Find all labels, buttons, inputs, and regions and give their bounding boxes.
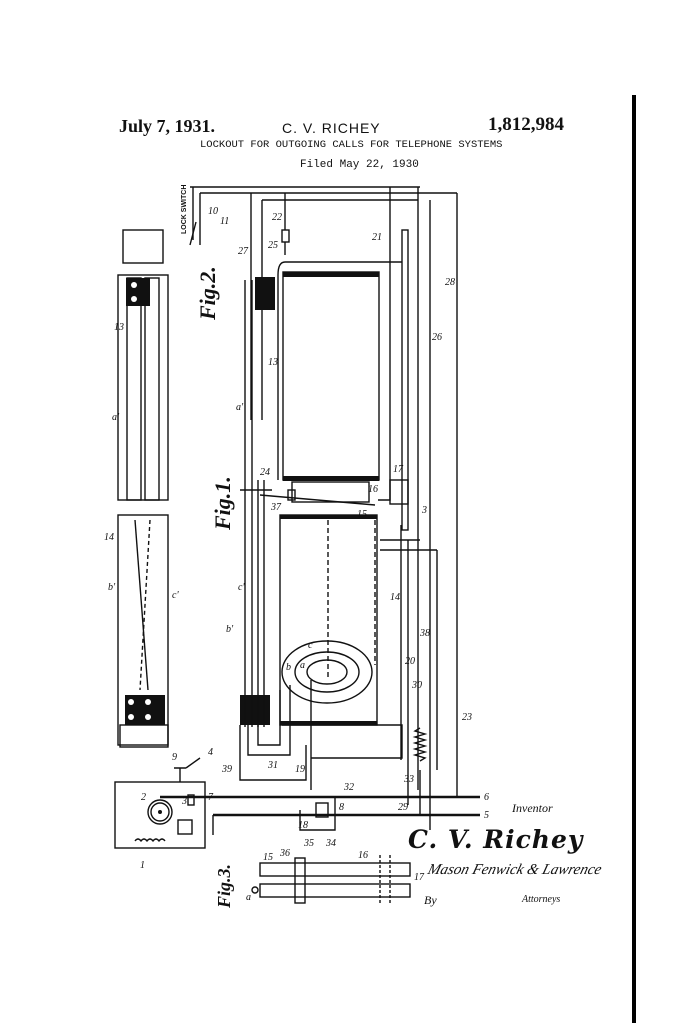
page-edge-bar (632, 95, 636, 1023)
ref-label: 13 (268, 357, 278, 368)
ref-label: 22 (272, 212, 282, 223)
ref-label: 30 (411, 680, 422, 691)
attorney-signature: Mason Fenwick & Lawrence (425, 862, 604, 878)
attorneys-label: Attorneys (522, 894, 561, 905)
figure-2 (117, 229, 169, 748)
ref-label: 32 (343, 782, 354, 793)
ref-label: 29 (398, 802, 408, 813)
ref-label: 8 (339, 802, 344, 813)
ref-label: 17 (393, 464, 404, 475)
ref-label: 19 (295, 764, 305, 775)
ref-label: 37 (270, 502, 282, 513)
ref-label: c (308, 640, 313, 651)
lock-switch-label: LOCK SWITCH (181, 185, 188, 234)
ref-label: a' (236, 402, 244, 413)
ref-label: 25 (268, 240, 278, 251)
reference-numerals: 10 11 22 25 27 21 28 26 13 a' 24 37 15 1… (104, 206, 489, 903)
ref-label: 21 (372, 232, 382, 243)
ref-label: a' (112, 412, 120, 423)
ref-label: 18 (298, 820, 308, 831)
ref-label: 5 (484, 810, 489, 821)
ref-label: 9 (172, 752, 177, 763)
figure-1 (160, 186, 480, 835)
ref-label: 7 (208, 792, 214, 803)
inventor-name: C. V. RICHEY (282, 120, 381, 136)
ref-label: 23 (462, 712, 472, 723)
ref-label: 36 (279, 848, 290, 859)
ref-label: 20 (405, 656, 415, 667)
ref-label: 4 (208, 747, 213, 758)
ref-label: b (286, 662, 291, 673)
fig3-title: Fig.3. (214, 864, 234, 909)
ref-label: a (300, 660, 305, 671)
ref-label: 3 (421, 505, 427, 516)
ref-label: 15 (357, 509, 367, 520)
fig2-title: Fig.2. (195, 266, 220, 321)
ref-label: 14 (390, 592, 400, 603)
ref-label: c' (172, 590, 179, 601)
ref-label: 16 (358, 850, 368, 861)
patent-date: July 7, 1931. (119, 116, 216, 136)
inventor-label: Inventor (512, 801, 553, 815)
ref-label: 28 (445, 277, 455, 288)
by-label: By (424, 893, 437, 907)
ref-label: 6 (484, 792, 489, 803)
ref-label: 15 (263, 852, 273, 863)
ref-label: 13 (114, 322, 124, 333)
ref-label: c' (238, 582, 245, 593)
ref-label: 10 (208, 206, 218, 217)
ref-label: 38 (419, 628, 430, 639)
ref-label: b' (226, 624, 234, 635)
ref-label: 16 (368, 484, 378, 495)
filed-date: Filed May 22, 1930 (300, 159, 419, 171)
ref-label: 24 (260, 467, 270, 478)
ref-label: 39 (221, 764, 232, 775)
ref-label: 33 (403, 774, 414, 785)
ref-label: 1 (140, 860, 145, 871)
ref-label: 2 (141, 792, 146, 803)
ref-label: 27 (238, 246, 249, 257)
inventor-signature: C. V. Richey (408, 825, 584, 854)
figure-3 (251, 855, 411, 905)
ref-label: a (246, 892, 251, 903)
ref-label: 3 (181, 796, 187, 807)
ref-label: 26 (432, 332, 442, 343)
telephone-set-box (114, 757, 206, 849)
ref-label: 14 (104, 532, 114, 543)
ref-label: 34 (325, 838, 336, 849)
fig1-title: Fig.1. (210, 476, 235, 531)
ref-label: 17 (414, 872, 425, 883)
ref-label: 31 (267, 760, 278, 771)
ref-label: 35 (303, 838, 314, 849)
ref-label: b' (108, 582, 116, 593)
patent-title: LOCKOUT FOR OUTGOING CALLS FOR TELEPHONE… (200, 139, 503, 151)
patent-number: 1,812,984 (488, 114, 564, 135)
ref-label: 11 (220, 216, 229, 227)
